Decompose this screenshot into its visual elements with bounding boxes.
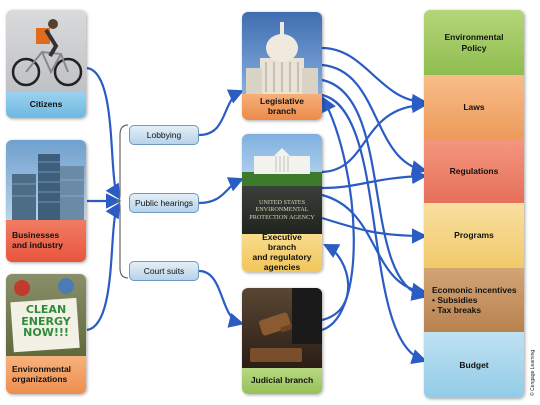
arrow-suits (198, 269, 245, 328)
outcome-laws: Laws (424, 75, 524, 140)
actor-envorg-card: CLEAN ENERGY NOW!!! Environmental organi… (6, 274, 86, 394)
arrow-exec-incent (321, 193, 428, 298)
outcome-column: Environmental Policy Laws Regulations Pr… (424, 10, 524, 398)
business-label: Businesses and industry (6, 220, 86, 262)
arrow-jud-leg (321, 96, 355, 332)
capitol-icon (246, 22, 318, 94)
executive-card: UNITED STATES ENVIRONMENTAL PROTECTION A… (242, 134, 322, 272)
building-icon (12, 154, 84, 220)
actor-citizens-card: Citizens (6, 10, 86, 118)
gavel-photo (242, 288, 322, 368)
legislative-card: Legislative branch (242, 12, 322, 120)
channel-bracket (115, 124, 129, 279)
protest-banner-icon (10, 278, 80, 353)
outcome-regulations: Regulations (424, 140, 524, 203)
executive-label: Executive branch and regulatory agencies (242, 233, 322, 272)
arrow-leg-budget (321, 93, 428, 364)
arrow-envorg (86, 202, 121, 332)
copyright-credit: © Cengage Learning (530, 349, 536, 396)
arrow-leg-regs (321, 63, 428, 176)
outcome-incentives: Ecomonic incentives • Subsidies • Tax br… (424, 268, 524, 332)
arrow-hearings-exec (198, 177, 245, 205)
arrow-leg-laws (321, 46, 428, 110)
envorg-label: Environmental organizations (6, 356, 86, 394)
arrow-leg-incent (321, 78, 428, 301)
white-house-photo (242, 134, 322, 186)
arrow-exec-laws (321, 97, 428, 174)
actor-business-card: Businesses and industry (6, 140, 86, 262)
arrow-citizens (86, 66, 121, 200)
arrow-exec-regs (321, 168, 428, 190)
judicial-card: Judicial branch (242, 288, 322, 394)
arrow-exec-progs (321, 216, 428, 244)
arrow-lobbying (198, 89, 245, 137)
lobbying-pill: Lobbying (129, 125, 199, 145)
outcome-programs: Programs (424, 203, 524, 268)
suits-pill: Court suits (129, 261, 199, 281)
citizens-label: Citizens (6, 92, 86, 118)
arrow-jud-exec (321, 243, 350, 322)
protest-photo: CLEAN ENERGY NOW!!! (6, 274, 86, 356)
banner-text: CLEAN ENERGY NOW!!! (21, 303, 71, 340)
epa-sign-text: UNITED STATES ENVIRONMENTAL PROTECTION A… (249, 198, 315, 221)
judicial-label: Judicial branch (242, 368, 322, 394)
cyclist-photo (6, 10, 86, 92)
gavel-icon (250, 288, 322, 362)
legislative-label: Legislative branch (242, 94, 322, 120)
epa-sign: UNITED STATES ENVIRONMENTAL PROTECTION A… (242, 186, 322, 234)
office-buildings-photo (6, 140, 86, 220)
capitol-photo (242, 12, 322, 94)
outcome-budget: Budget (424, 332, 524, 398)
cyclist-icon (11, 19, 83, 87)
white-house-icon (242, 148, 322, 186)
hearings-pill: Public hearings (129, 193, 199, 213)
outcome-env-policy: Environmental Policy (424, 10, 524, 75)
